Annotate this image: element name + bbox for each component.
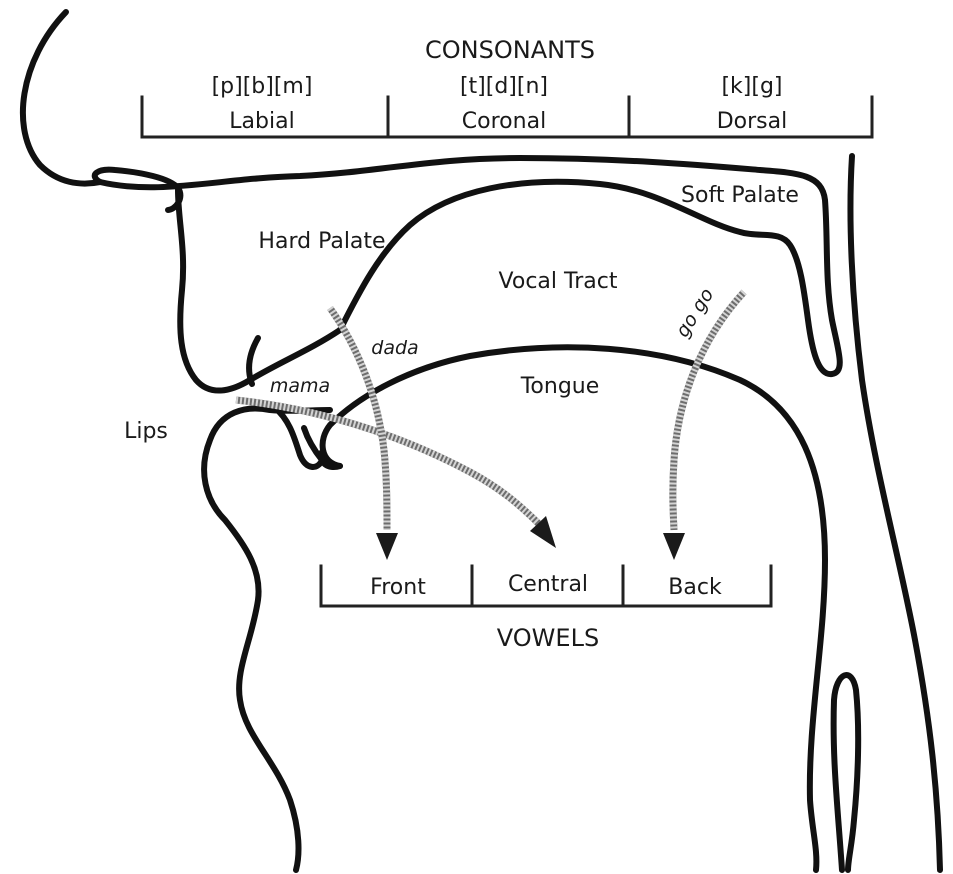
vowel-front-label: Front [370,575,426,600]
dorsal-label: Dorsal [717,109,788,134]
pharynx-back-wall [850,156,940,870]
consonants-heading: CONSONANTS [425,36,595,64]
upper-lip-outline [178,190,340,391]
dorsal-sounds: [k][g] [721,74,782,99]
vowel-back-label: Back [668,575,722,600]
epiglottis-outline [834,675,859,870]
vocal-tract-label: Vocal Tract [499,269,618,294]
tongue-label: Tongue [520,374,600,399]
tongue-outline [323,347,825,870]
gogo-arrowhead [663,533,685,560]
labial-label: Labial [229,109,294,134]
dada-arrowhead [376,533,398,560]
mama-label: mama [270,375,330,397]
lower-lip-chin-outline [204,409,330,870]
hard-palate-label: Hard Palate [258,229,385,254]
coronal-sounds: [t][d][n] [460,74,548,99]
coronal-label: Coronal [462,109,546,134]
face-profile-outline [23,12,100,184]
soft-palate-label: Soft Palate [681,183,799,208]
lips-label: Lips [124,419,168,444]
labial-sounds: [p][b][m] [212,74,313,99]
vowel-central-label: Central [508,572,588,597]
vowels-heading: VOWELS [497,624,599,652]
dada-label: dada [371,337,418,359]
